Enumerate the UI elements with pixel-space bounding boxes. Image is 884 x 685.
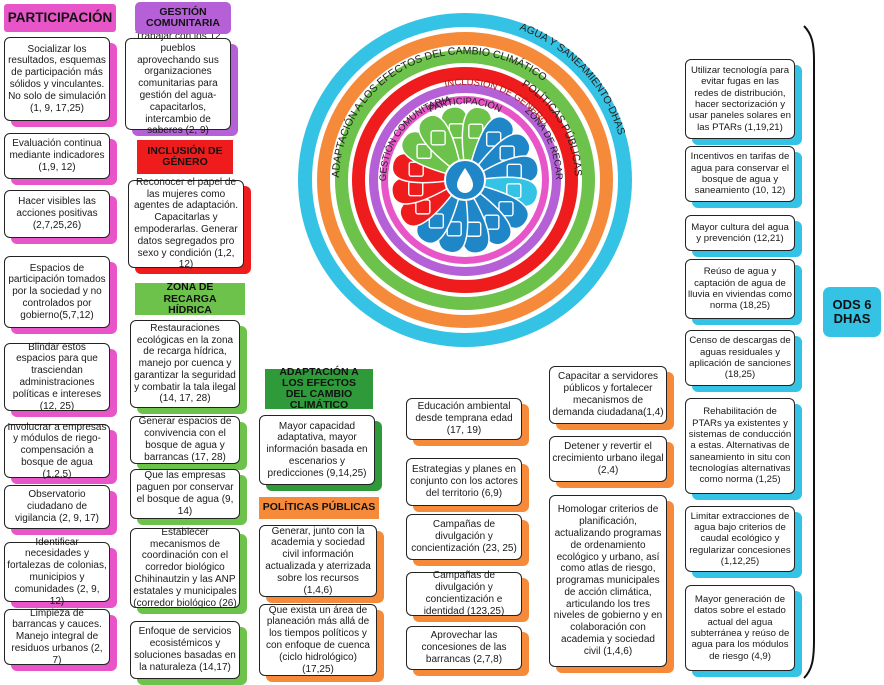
recarga-card: Generar espacios de convivencia con el b…	[130, 416, 247, 470]
recarga-card: Enfoque de servicios ecosistémicos y sol…	[130, 621, 247, 685]
participacion-card-text: Involucrar a empresas y módulos de riego…	[4, 422, 110, 480]
recarga-card-text: Generar espacios de convivencia con el b…	[130, 416, 240, 464]
col4-card: Estrategias y planes en conjunto con los…	[406, 458, 529, 512]
sdg-target-icon	[485, 131, 502, 147]
header-gestion-comunitaria: GESTIÓN COMUNITARIA	[135, 2, 231, 34]
ods-card: Censo de descargas de aguas residuales y…	[685, 330, 802, 392]
ods-card-text: Censo de descargas de aguas residuales y…	[685, 330, 795, 386]
participacion-card: Socializar los resultados, esquemas de p…	[4, 37, 117, 127]
ods-card-text: Limitar extracciones de agua bajo criter…	[685, 506, 795, 572]
participacion-card: Observatorio ciudadano de vigilancia (2,…	[4, 485, 117, 535]
ods-card: Rehabilitación de PTARs ya existentes y …	[685, 398, 802, 500]
header-zona-recarga: ZONA DE RECARGA HÍDRICA	[135, 282, 245, 315]
sdg-target-icon	[430, 130, 446, 146]
header-adaptacion: ADAPTACIÓN A LOS EFECTOS DEL CAMBIO CLIM…	[265, 366, 373, 411]
water-drop-icon	[457, 168, 473, 193]
participacion-card: Hacer visibles las acciones positivas (2…	[4, 190, 117, 244]
ods-card: Utilizar tecnología para evitar fugas en…	[685, 59, 802, 145]
participacion-card: Evaluación continua mediante indicadores…	[4, 133, 117, 185]
col4-card: Educación ambiental desde temprana edad …	[406, 398, 529, 446]
adaptacion-card: Mayor capacidad adaptativa, mayor inform…	[259, 415, 382, 491]
col4-card-text: Estrategias y planes en conjunto con los…	[406, 458, 522, 506]
col5-card: Detener y revertir el crecimiento urbano…	[549, 436, 674, 488]
participacion-card-text: Observatorio ciudadano de vigilancia (2,…	[4, 485, 110, 529]
col4-card-text: Campañas de divulgación y concientizació…	[406, 514, 522, 560]
col4-card: Aprovechar las concesiones de las barran…	[406, 626, 529, 676]
gestion-card: Trabajar con los 12 pueblos aprovechando…	[125, 31, 238, 136]
header-politicas-publicas: POLÍTICAS PÚBLICAS	[259, 497, 379, 519]
recarga-card: Establecer mecanismos de coordinación co…	[130, 527, 247, 614]
participacion-card-text: Espacios de participación tomados por la…	[4, 256, 110, 328]
col4-card-text: Aprovechar las concesiones de las barran…	[406, 626, 522, 670]
header-ods6-dhas: ODS 6 DHAS	[823, 287, 881, 337]
gestion-card-text: Trabajar con los 12 pueblos aprovechando…	[125, 31, 231, 136]
col5-card-text: Capacitar a servidores públicos y fortal…	[549, 366, 667, 424]
participacion-card: Limpieza de barrancas y cauces. Manejo i…	[4, 608, 117, 671]
sdg-petal	[418, 114, 461, 168]
ods-card: Incentivos en tarifas de agua para conse…	[685, 146, 802, 208]
col5-card-text: Homologar criterios de planificación, ac…	[549, 495, 667, 667]
participacion-card-text: Hacer visibles las acciones positivas (2…	[4, 190, 110, 238]
politicas-card: Generar, junto con la academia y socieda…	[259, 525, 384, 603]
col5-card: Homologar criterios de planificación, ac…	[549, 495, 674, 673]
ods-bracket	[803, 25, 815, 679]
participacion-card-text: Blindar estos espacios para que trascien…	[4, 342, 110, 412]
ods-card-text: Reúso de agua y captación de agua de llu…	[685, 259, 795, 319]
recarga-card: Restauraciones ecológicas en la zona de …	[130, 320, 247, 414]
recarga-card-text: Enfoque de servicios ecosistémicos y sol…	[130, 621, 240, 679]
politicas-card-text: Generar, junto con la academia y socieda…	[259, 525, 377, 597]
ods-card-text: Incentivos en tarifas de agua para conse…	[685, 146, 795, 202]
participacion-card-text: Socializar los resultados, esquemas de p…	[4, 37, 110, 121]
genero-card-text: Reconocer el papel de las mujeres como a…	[128, 177, 244, 270]
recarga-card: Que las empresas paguen por conservar el…	[130, 469, 247, 525]
participacion-card-text: Identificar necesidades y fortalezas de …	[4, 537, 110, 607]
sdg-target-icon	[428, 213, 445, 229]
ods-card-text: Mayor cultura del agua y prevención (12,…	[685, 215, 795, 251]
participacion-card: Espacios de participación tomados por la…	[4, 256, 117, 334]
sdg-petals	[391, 106, 539, 254]
col4-card: Campañas de divulgación y concientizació…	[406, 570, 529, 622]
recarga-card-text: Establecer mecanismos de coordinación co…	[130, 527, 240, 609]
participacion-card-text: Evaluación continua mediante indicadores…	[4, 133, 110, 179]
participacion-card: Involucrar a empresas y módulos de riego…	[4, 422, 117, 484]
ods-card: Mayor generación de datos sobre el estad…	[685, 585, 802, 677]
ods-card: Reúso de agua y captación de agua de llu…	[685, 259, 802, 325]
recarga-card-text: Que las empresas paguen por conservar el…	[130, 469, 240, 519]
ods-card-text: Utilizar tecnología para evitar fugas en…	[685, 59, 795, 139]
col4-card: Campañas de divulgación y concientizació…	[406, 514, 529, 566]
participacion-card: Identificar necesidades y fortalezas de …	[4, 537, 117, 608]
col4-card-text: Campañas de divulgación y concientizació…	[406, 570, 522, 617]
politicas-card: Que exista un área de planeación más all…	[259, 604, 384, 682]
participacion-card-text: Limpieza de barrancas y cauces. Manejo i…	[4, 608, 110, 666]
header-participacion: PARTICIPACIÓN	[4, 4, 116, 32]
recarga-card-text: Restauraciones ecológicas en la zona de …	[130, 320, 240, 408]
adaptacion-card-text: Mayor capacidad adaptativa, mayor inform…	[259, 415, 375, 485]
col4-card-text: Educación ambiental desde temprana edad …	[406, 398, 522, 440]
ods-card: Limitar extracciones de agua bajo criter…	[685, 506, 802, 578]
sdg-target-icon	[498, 200, 514, 217]
header-inclusion-genero: INCLUSIÓN DE GÉNERO	[137, 140, 233, 174]
col5-card: Capacitar a servidores públicos y fortal…	[549, 366, 674, 430]
genero-card: Reconocer el papel de las mujeres como a…	[128, 177, 251, 274]
sdg-target-icon	[416, 143, 432, 160]
ods-card: Mayor cultura del agua y prevención (12,…	[685, 215, 802, 257]
col5-card-text: Detener y revertir el crecimiento urbano…	[549, 436, 667, 482]
participacion-card: Blindar estos espacios para que trascien…	[4, 342, 117, 417]
ods-card-text: Rehabilitación de PTARs ya existentes y …	[685, 398, 795, 494]
ods-card-text: Mayor generación de datos sobre el estad…	[685, 585, 795, 671]
politicas-card-text: Que exista un área de planeación más all…	[259, 604, 377, 676]
